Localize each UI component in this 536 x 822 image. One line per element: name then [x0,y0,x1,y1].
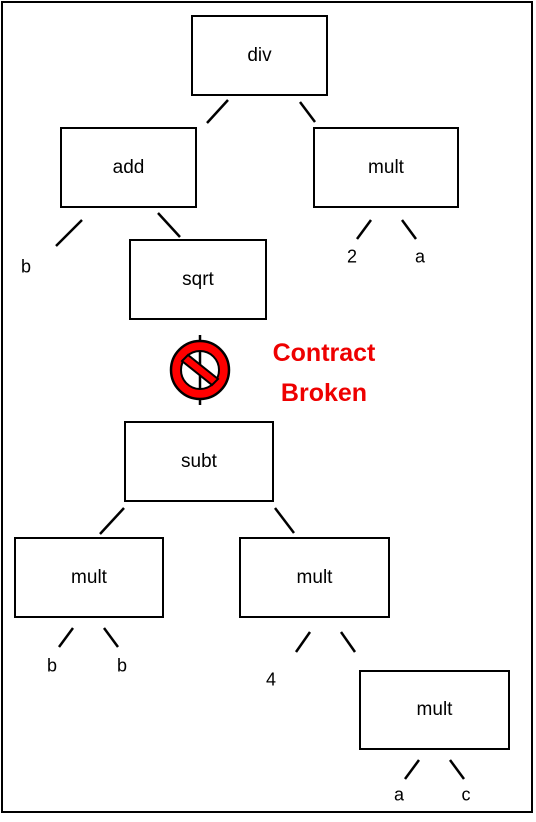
leaf-a-top: a [414,246,426,267]
edge-mult-b2 [102,627,120,648]
leaf-b-add: b [20,256,32,277]
edge-add-b [55,219,83,247]
node-subt: subt [124,421,274,502]
leaf-b1: b [46,655,58,676]
edge-mult-4 [294,631,312,653]
leaf-2: 2 [346,246,358,267]
edge-mult-a [400,219,418,240]
node-mult-top: mult [313,127,459,208]
node-mult-mid: mult [239,537,390,618]
warning-line-1: Contract [272,339,376,367]
node-sqrt: sqrt [129,239,267,320]
edge-mult-c [448,759,466,780]
prohibited-icon [169,335,231,405]
edge-div-mult [299,101,316,123]
warning-line-2: Broken [280,379,368,407]
leaf-a-bottom: a [393,784,405,805]
edge-subt-mult-mid [274,507,295,534]
node-mult-bottom: mult [359,670,510,750]
node-mult-left: mult [14,537,164,618]
edge-subt-mult-left [99,507,125,535]
leaf-c: c [461,784,471,805]
edge-div-add [206,99,229,124]
leaf-4: 4 [265,669,277,690]
edge-mult-2 [355,219,373,240]
edge-mult-a-bottom [403,759,421,780]
edge-mult-b1 [57,627,75,648]
leaf-b2: b [116,655,128,676]
node-add: add [60,127,197,208]
edge-mult-mult-bottom [339,631,357,653]
edge-add-sqrt [157,212,181,238]
contract-broken-label: Contract Broken [244,333,404,413]
node-div: div [191,15,328,96]
